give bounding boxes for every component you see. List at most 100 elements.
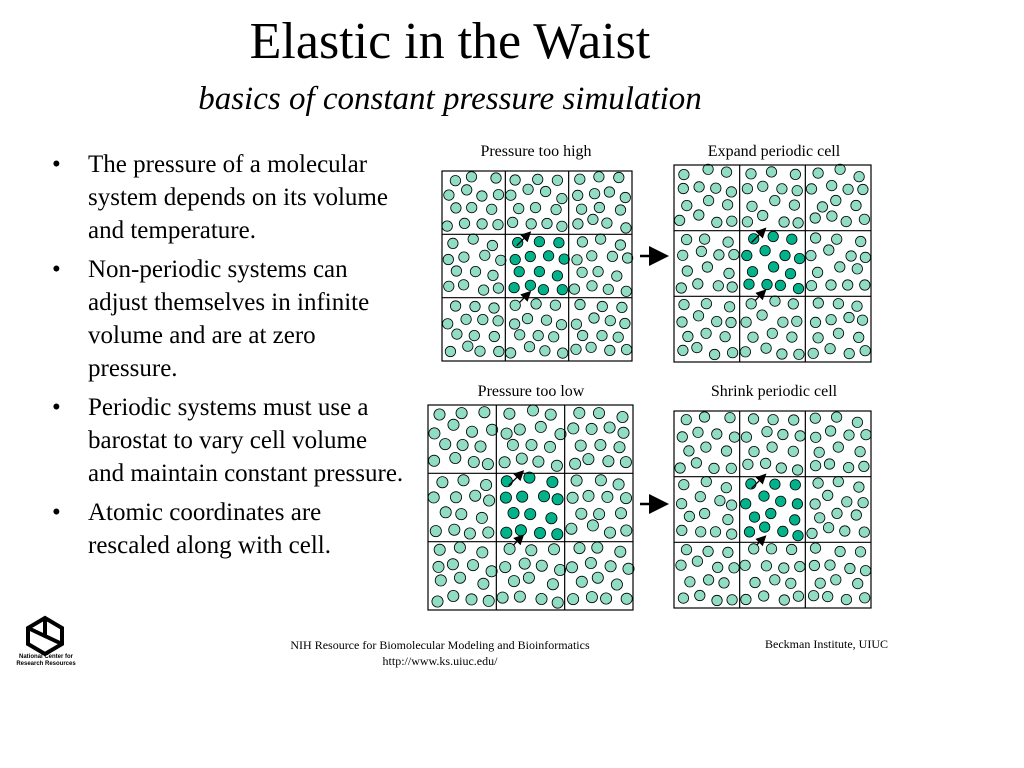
atom-circle [775,495,787,507]
atom-circle [728,249,740,261]
atom-circle [569,457,582,470]
atom-circle [620,343,633,356]
atom-circle [843,347,855,360]
atom-circle [551,596,564,609]
atom-circle [678,169,690,181]
atom-circle [548,543,561,556]
atom-circle [711,594,723,607]
atom-circle [546,578,559,591]
atom-circle [602,283,614,295]
atom-circle [741,216,754,228]
atom-circle [467,455,480,468]
atom-circle [856,314,869,326]
atom-circle [858,213,871,225]
atom-circle [512,237,524,249]
atom-circle [525,218,537,230]
slide-title: Elastic in the Waist [249,13,651,70]
atom-circle [596,329,608,342]
atom-circle [539,185,552,198]
atom-circle [524,279,537,291]
atom-circle [842,461,855,474]
atom-circle [508,282,520,294]
atom-circle [492,282,504,294]
atom-circle [839,525,851,537]
atom-circle [787,298,799,310]
atom-circle [713,249,725,261]
atom-circle [792,530,804,542]
atom-circle [593,171,605,183]
atom-circle [859,592,871,604]
atom-circle [508,318,521,330]
atom-circle [805,280,818,292]
atom-circle [826,210,838,222]
atom-circle [570,343,582,355]
atom-circle [480,478,493,491]
atom-circle [832,298,845,310]
atom-circle [432,560,445,573]
caption-expand-cell: Expand periodic cell [707,143,841,160]
atom-circle [521,312,534,325]
atom-circle [576,236,589,248]
atom-circle [722,513,734,526]
atom-circle [556,193,568,205]
atom-circle [809,412,821,424]
atom-circle [619,317,631,330]
atom-circle [603,186,616,198]
atom-circle [554,428,567,441]
atom-circle [551,493,564,506]
atom-circle [675,559,687,571]
atom-circle [834,163,846,175]
atom-circle [573,406,586,419]
atom-circle [748,233,760,245]
atom-circle [692,310,705,322]
bullet-text: Atomic coordinates are rescaled along wi… [88,499,331,559]
atom-circle [570,474,583,487]
atom-circle [610,578,623,591]
caption-pressure-high: Pressure too high [480,143,592,160]
atom-circle [436,476,449,489]
atom-circle [548,331,560,343]
atom-circle [604,344,616,356]
atom-circle [785,543,798,556]
atom-circle [791,185,803,197]
atom-circle [857,497,869,509]
atom-circle [850,199,862,212]
atom-circle [702,545,714,558]
bullet-list: •The pressure of a molecular system depe… [48,148,408,568]
atom-circle [859,345,871,357]
atom-circle [566,561,579,574]
atom-circle [809,542,822,554]
atom-circle [593,508,606,521]
footer-url[interactable]: http://www.ks.uiuc.edu/ [382,654,498,668]
atom-circle [748,543,760,555]
atom-circle [830,411,843,423]
atom-circle [574,439,587,452]
atom-circle [514,329,526,341]
atom-circle [840,593,853,606]
atom-circle [458,251,470,263]
atom-circle [540,314,553,326]
atom-circle [748,445,760,458]
atom-circle [826,180,838,192]
atom-circle [565,522,578,535]
atom-circle [745,168,757,180]
atom-circle [506,216,519,228]
atom-circle [858,460,870,472]
atom-circle [834,545,846,558]
atom-circle [859,565,872,577]
footer-center: NIH Resource for Biomolecular Modeling a… [250,637,630,669]
atom-circle [584,557,597,570]
atom-circle [455,407,468,420]
atom-circle [745,298,757,310]
atom-circle [431,595,444,608]
atom-circle [786,233,798,245]
atom-circle [702,163,714,175]
atom-circle [741,249,753,262]
atom-circle [601,490,614,503]
atom-circle [793,348,805,360]
atom-circle [479,249,491,261]
atom-circle [483,494,496,507]
atom-circle [476,190,488,202]
atom-circle [461,184,473,196]
atom-circle [485,565,498,578]
